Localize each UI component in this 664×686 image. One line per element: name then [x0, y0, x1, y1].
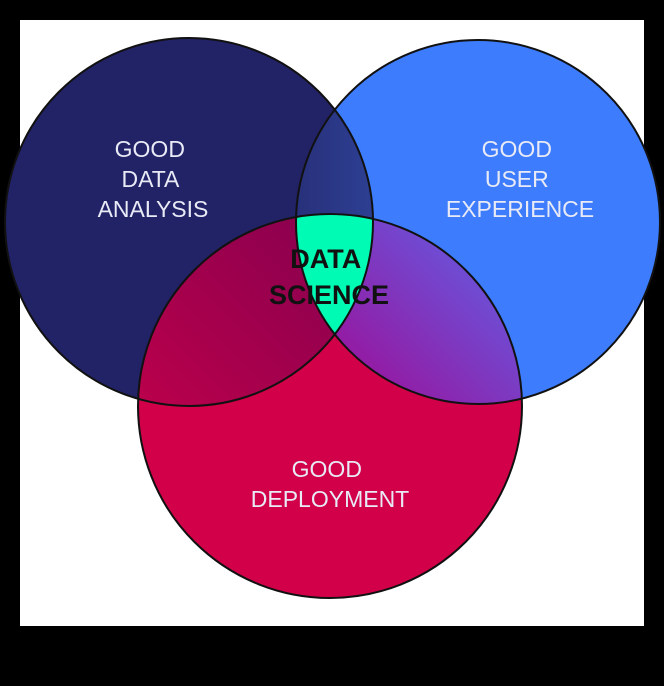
deployment-outline: [137, 213, 523, 599]
label-analysis: GOOD DATA ANALYSIS: [98, 136, 209, 222]
overlap-analysis-deployment: [138, 214, 373, 406]
analysis-outline: [4, 37, 374, 407]
overlap-ux-deployment: [296, 214, 522, 404]
ux-outline: [295, 39, 661, 405]
label-deployment: GOOD DEPLOYMENT: [251, 456, 409, 512]
label-data-science: DATA SCIENCE: [269, 244, 389, 310]
label-ux: GOOD USER EXPERIENCE: [446, 136, 594, 222]
